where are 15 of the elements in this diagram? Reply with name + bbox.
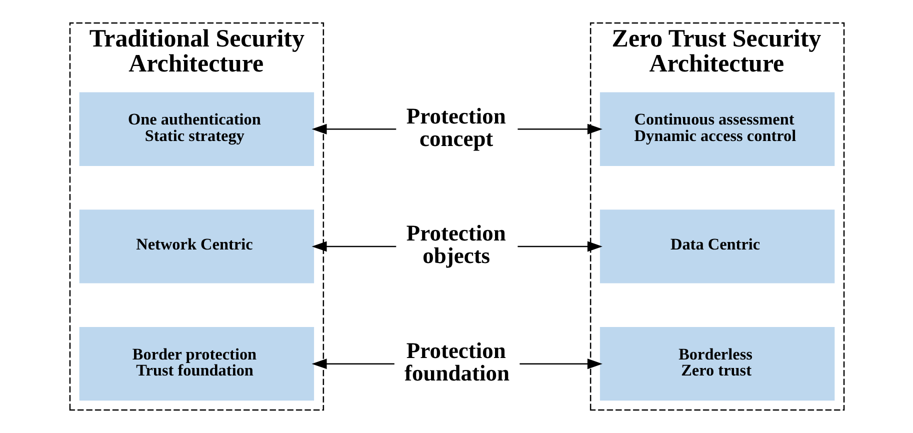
- node-text: Protection foundation: [404, 338, 509, 386]
- node-box: Network Centric: [78, 210, 314, 284]
- arrow: [311, 241, 396, 252]
- node-box: Border protection Trust foundation: [78, 326, 314, 401]
- node-box: Continuous assessment Dynamic access control: [599, 92, 834, 166]
- node-text: Protection objects: [406, 220, 506, 268]
- arrow: [311, 358, 394, 370]
- arrow: [517, 124, 602, 134]
- node-box: One authentication Static strategy: [78, 92, 314, 166]
- node-box: Borderless Zero trust: [599, 326, 834, 401]
- node-text: Protection concept: [406, 103, 506, 151]
- arrow: [311, 124, 396, 134]
- arrow: [519, 358, 602, 370]
- node-box: Data Centric: [599, 210, 834, 284]
- arrow: [517, 241, 602, 252]
